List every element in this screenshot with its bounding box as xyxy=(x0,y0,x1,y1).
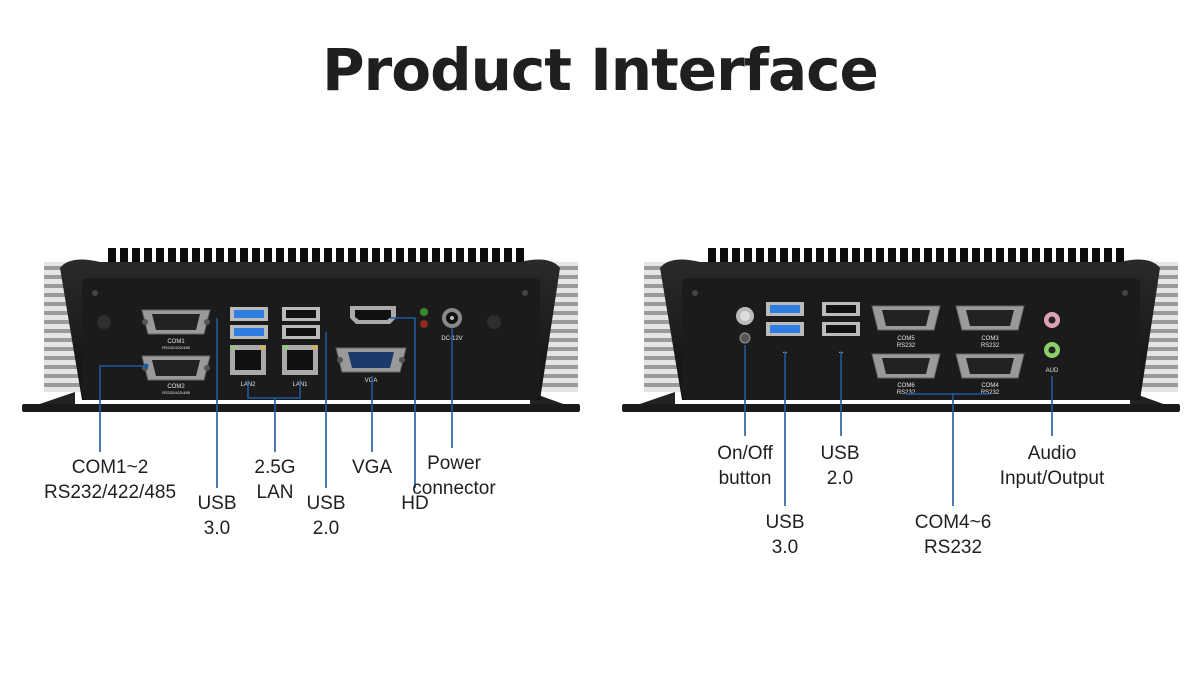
page-title: Product Interface xyxy=(322,36,879,104)
usb3-port-stack: ⌁ xyxy=(766,302,804,357)
screw xyxy=(692,290,698,296)
com2-port: COM2 RS232/422/485 xyxy=(141,355,211,395)
callout-hd: HD xyxy=(401,493,429,514)
com1-port: COM1 RS232/422/485 xyxy=(141,309,211,350)
power-button xyxy=(736,307,754,344)
led-green xyxy=(420,308,428,316)
vga-port-label: VGA xyxy=(365,378,378,384)
base-plate xyxy=(622,404,1180,412)
screw xyxy=(92,290,98,296)
callout-lan: 2.5G LAN xyxy=(254,457,296,503)
callout-com1-2: COM1~2 RS232/422/485 xyxy=(43,457,177,503)
com5-std-label: RS232 xyxy=(897,343,916,349)
hdmi-port xyxy=(350,306,396,324)
com2-std-label: RS232/422/485 xyxy=(162,390,191,395)
com4-port: COM4 RS232 xyxy=(955,353,1025,396)
callout-back-usb3: USB 3.0 xyxy=(765,512,805,558)
usb3-port-stack xyxy=(230,307,268,339)
antenna-hole xyxy=(97,315,111,329)
base-plate xyxy=(22,404,580,412)
back-callout-lines xyxy=(744,345,1053,506)
antenna-hole xyxy=(487,315,501,329)
com5-port: COM5 RS232 xyxy=(871,305,941,349)
callout-front-usb2: USB 2.0 xyxy=(306,493,346,539)
com6-std-label: RS232 xyxy=(897,390,916,396)
callout-vga: VGA xyxy=(351,457,393,478)
back-unit: ⌁ ⌁ COM5 RS232 COM3 RS232 COM6 RS232 xyxy=(622,248,1180,506)
com6-port: COM6 RS232 xyxy=(871,353,941,396)
led-red xyxy=(420,320,428,328)
com3-std-label: RS232 xyxy=(981,343,1000,349)
com3-port: COM3 RS232 xyxy=(955,305,1025,349)
callout-front-usb3: USB 3.0 xyxy=(197,493,237,539)
com4-std-label: RS232 xyxy=(981,390,1000,396)
aud-label: AUD xyxy=(1046,368,1059,374)
callout-com4-6: COM4~6 RS232 xyxy=(914,512,992,558)
com5-label: COM5 xyxy=(897,336,915,342)
front-unit: COM1 RS232/422/485 COM2 RS232/422/485 LA… xyxy=(22,248,580,488)
front-callout-lines xyxy=(99,317,453,488)
com1-std-label: RS232/422/485 xyxy=(162,345,191,350)
com1-label: COM1 xyxy=(167,339,185,345)
callout-audio: Audio Input/Output xyxy=(999,443,1105,489)
screw xyxy=(522,290,528,296)
com3-label: COM3 xyxy=(981,336,999,342)
audio-jacks: AUD xyxy=(1044,312,1060,374)
com2-label: COM2 xyxy=(167,384,185,390)
callout-dot xyxy=(143,363,149,369)
vga-port: VGA xyxy=(335,347,407,384)
usb2-port-stack: ⌁ xyxy=(822,302,860,357)
com6-label: COM6 xyxy=(897,383,915,389)
callout-power: Power connector xyxy=(412,453,496,499)
screw xyxy=(1122,290,1128,296)
callout-onoff: On/Off button xyxy=(717,443,773,489)
callout-back-usb2: USB 2.0 xyxy=(820,443,860,489)
com4-label: COM4 xyxy=(981,383,999,389)
usb2-port-stack xyxy=(282,307,320,339)
